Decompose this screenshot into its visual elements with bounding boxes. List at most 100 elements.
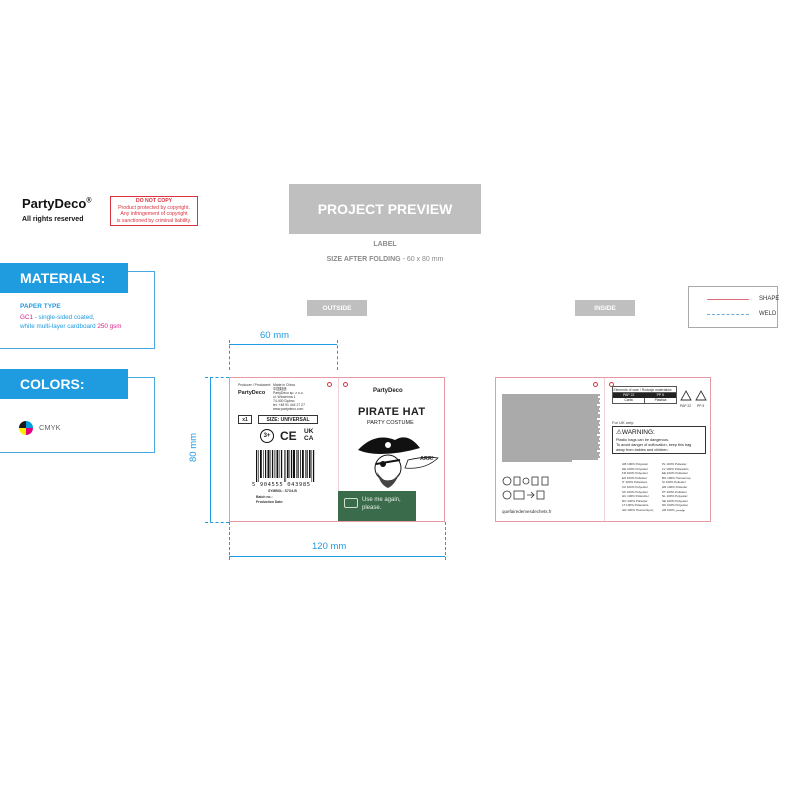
composition-item: FR 100% Polyester: [622, 471, 648, 476]
dim-guide: [445, 522, 446, 560]
warning-text-line: Plastic bags can be dangerous.: [616, 438, 669, 442]
pirate-illustration: [358, 437, 439, 488]
composition-item: IT 100% Poliestere: [622, 480, 648, 485]
recycle-icon: [680, 390, 692, 401]
composition-list-right: PL 100% Poliester LV 100% Poliesteris EE…: [662, 462, 691, 513]
reuse-line-2: please.: [362, 505, 382, 511]
punch-hole: [609, 382, 614, 387]
composition-item: HR 100% Poliester: [662, 484, 688, 489]
composition-item: NL 100% Polyester: [662, 494, 688, 499]
size-prefix: SIZE AFTER FOLDING: [326, 256, 401, 263]
dim-height-line: [210, 377, 211, 522]
table-title: Elements of care / Rodzaje materiałów: [613, 387, 676, 393]
composition-item: LT 100% Poliesteris: [622, 503, 649, 508]
rights-text: All rights reserved: [22, 216, 84, 223]
composition-item: SK 100% Polyester: [622, 489, 648, 494]
copyright-line-1: Product protected by copyright.: [118, 204, 190, 211]
line-legend: SHAPE WELD: [688, 286, 779, 328]
table-row: Carta Plastica: [613, 398, 676, 403]
copyright-title: DO NOT COPY: [135, 198, 173, 204]
materials-heading: MATERIALS:: [0, 263, 128, 293]
copyright-line-3: is sanctioned by criminal liability.: [116, 217, 192, 224]
punch-hole: [327, 382, 332, 387]
composition-item: RO 100% Poliester: [622, 498, 648, 503]
composition-item: SI 100% Poliester: [662, 480, 686, 485]
punch-hole: [343, 382, 348, 387]
composition-item: PT 100% Poliéster: [662, 489, 687, 494]
table-head-cell: PP 5: [656, 393, 664, 397]
dim-guide: [205, 377, 229, 378]
ce-mark: CE: [280, 429, 297, 443]
paper-desc-1: - single-sided coated,: [32, 314, 95, 321]
brand-logo: PartyDeco®: [22, 196, 91, 211]
recycling-instructions-icon: [502, 476, 549, 500]
project-preview-title: PROJECT PREVIEW: [289, 184, 481, 234]
warning-text-line: To avoid danger of suffocation, keep thi…: [616, 443, 692, 447]
address-line: 74-400 Dębno: [273, 399, 295, 403]
recycle-icon: [695, 390, 707, 401]
inside-label: quefairedemesdechets.fr Elements of care…: [495, 377, 711, 522]
cmyk-icon: [19, 421, 33, 435]
composition-item: GR 100% Πολυεστέρας: [622, 507, 654, 512]
dim-full-width-line: [229, 556, 445, 557]
composition-item: SE 100% Polyester: [662, 498, 688, 503]
reuse-box: Use me again, please.: [338, 491, 416, 521]
address-line: tel. +48 91 444 27 27: [273, 403, 305, 407]
size-box: SIZE: UNIVERSAL: [258, 415, 318, 424]
composition-item: DE 100% Polyester: [622, 466, 649, 471]
brand-name: PartyDeco: [22, 196, 87, 211]
batch-number: Batch no.:: [256, 495, 273, 499]
fold-line: [338, 378, 339, 521]
weld-line: [707, 314, 749, 315]
paper-description: GC1 - single-sided coated, white multi-l…: [20, 313, 150, 331]
product-subtitle: PARTY COSTUME: [367, 420, 414, 426]
recycle-code: PP 5: [697, 404, 705, 408]
reuse-line-1: Use me again,: [362, 497, 401, 503]
warning-title: ⚠WARNING:: [616, 429, 655, 436]
multilingual-warnings: [502, 394, 600, 462]
speech-bubble: ARR!: [420, 456, 434, 462]
address-line: www.partydeco.com: [273, 407, 304, 411]
dim-half-width: 60 mm: [260, 330, 290, 341]
recycle-code: PAP 22: [680, 404, 692, 408]
made-in: Made in China: [273, 383, 295, 387]
size-value: - 60 x 80 mm: [402, 256, 444, 263]
dim-guide: [205, 522, 229, 523]
composition-item: HU 100% Poliészter: [622, 494, 649, 499]
table-cell: Carta: [613, 398, 645, 403]
composition-item: GB 100% Polyester: [622, 462, 649, 466]
composition-item: AR 100% بوليستر: [662, 507, 685, 512]
yellow-swatch: [19, 428, 26, 435]
legend-weld: WELD: [759, 311, 777, 317]
colors-value: CMYK: [39, 423, 61, 432]
colors-heading: COLORS:: [0, 369, 128, 399]
uk-only-label: For UK only:: [612, 420, 635, 425]
producer-brand: PartyDeco: [238, 390, 266, 396]
cyan-swatch: [26, 421, 33, 428]
paper-code: GC1: [20, 314, 33, 321]
address-line: ul. Wiosenna 1: [273, 395, 296, 399]
punch-hole: [593, 382, 598, 387]
tab-inside: INSIDE: [575, 300, 635, 316]
producer-label: Producer / Producent:: [238, 383, 271, 387]
tab-outside: OUTSIDE: [307, 300, 367, 316]
age-warning-icon: 3+: [260, 429, 274, 443]
producer-address: PartyDeco sp. z o.o. ul. Wiosenna 1 74-4…: [273, 391, 333, 411]
warning-triangle-icon: ⚠: [616, 429, 622, 436]
front-brand: PartyDeco: [373, 388, 403, 394]
composition-item: ES 100% Poliéster: [622, 475, 648, 480]
brand-registered-mark: ®: [86, 197, 92, 205]
magenta-swatch: [26, 428, 33, 435]
product-title: PIRATE HAT: [358, 406, 426, 418]
composition-item: CZ 100% Polyester: [622, 484, 648, 489]
size-after-folding: SIZE AFTER FOLDING - 60 x 80 mm: [260, 256, 510, 263]
warning-text: Plastic bags can be dangerous. To avoid …: [616, 438, 706, 453]
composition-item: PL 100% Poliester: [662, 462, 687, 466]
table-head: PAP 22 PP 5: [613, 393, 676, 398]
shape-line: [707, 299, 749, 300]
product-symbol: SYMBOL: S7O4-B: [268, 489, 297, 493]
dim-half-width-line: [229, 344, 337, 345]
warning-text-line: away from babies and children.: [616, 448, 669, 452]
barcode-number: 5 904555 043985: [252, 482, 311, 488]
qty-box: x1: [238, 415, 252, 424]
